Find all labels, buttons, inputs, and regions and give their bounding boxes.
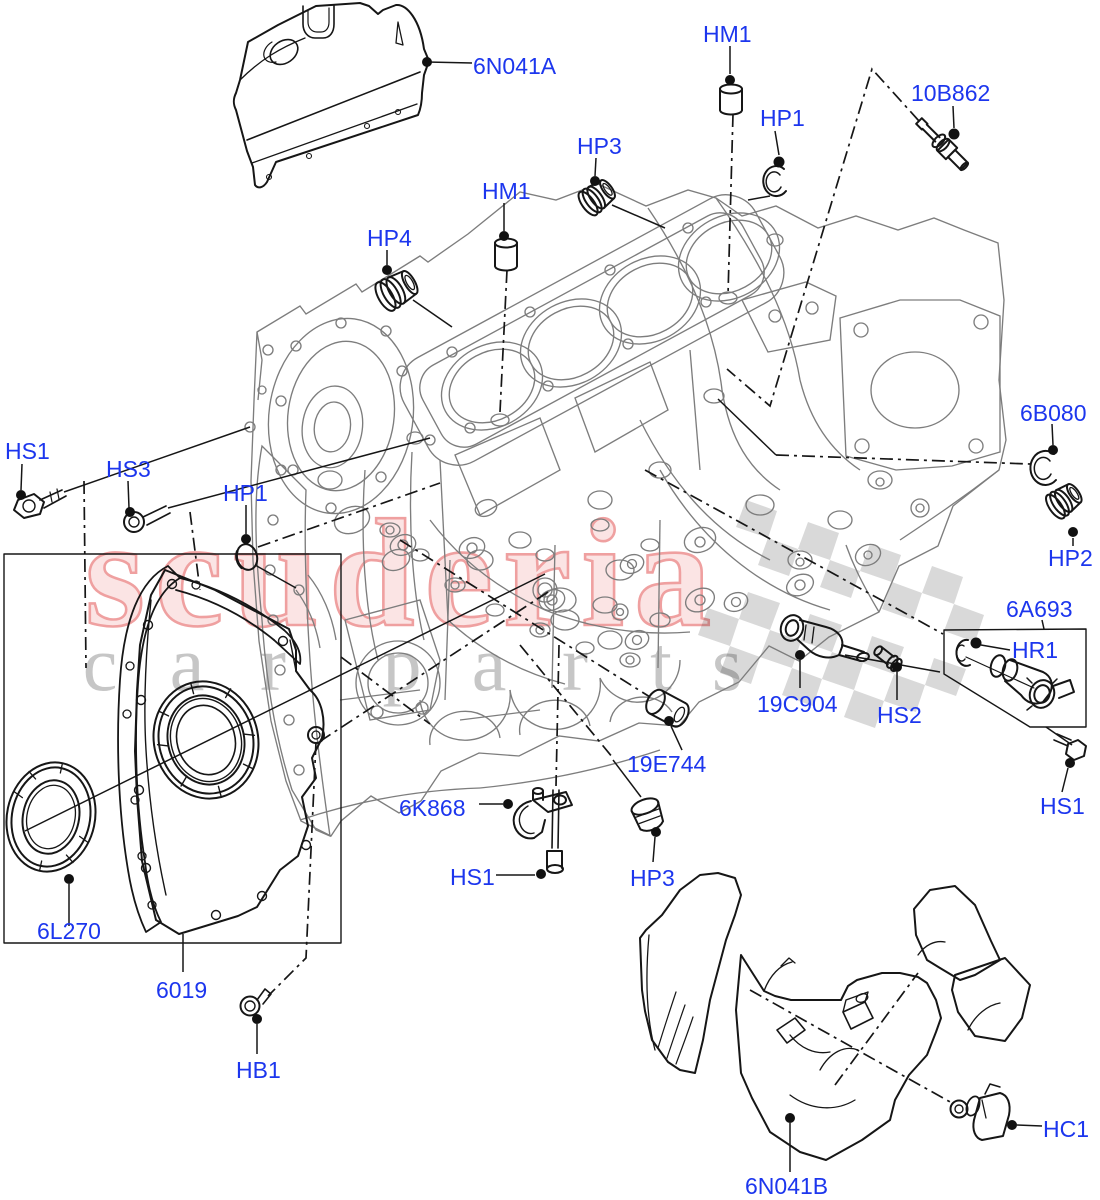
svg-text:a: a: [472, 620, 507, 707]
svg-text:6B080: 6B080: [1020, 400, 1087, 426]
svg-text:HP2: HP2: [1048, 545, 1093, 571]
svg-text:19E744: 19E744: [627, 751, 707, 777]
svg-text:HP3: HP3: [630, 865, 675, 891]
svg-text:HM1: HM1: [703, 21, 752, 47]
svg-text:10B862: 10B862: [911, 80, 990, 106]
svg-text:6N041B: 6N041B: [745, 1173, 828, 1199]
svg-text:a: a: [170, 620, 205, 707]
svg-text:HM1: HM1: [482, 178, 531, 204]
svg-text:c: c: [83, 620, 118, 707]
svg-text:HS1: HS1: [450, 864, 495, 890]
svg-text:HS1: HS1: [1040, 793, 1085, 819]
svg-text:HS3: HS3: [106, 456, 151, 482]
svg-text:6019: 6019: [156, 977, 207, 1003]
svg-text:6K868: 6K868: [399, 795, 466, 821]
svg-text:HR1: HR1: [1012, 637, 1058, 663]
svg-text:HP1: HP1: [223, 480, 268, 506]
svg-text:HS1: HS1: [5, 438, 50, 464]
svg-text:HB1: HB1: [236, 1057, 281, 1083]
svg-text:HP4: HP4: [367, 225, 412, 251]
svg-text:6N041A: 6N041A: [473, 53, 557, 79]
svg-text:HP1: HP1: [760, 105, 805, 131]
svg-text:HS2: HS2: [877, 702, 922, 728]
svg-text:t: t: [650, 620, 672, 707]
svg-text:r: r: [562, 620, 588, 707]
svg-text:HC1: HC1: [1043, 1116, 1089, 1142]
svg-text:r: r: [260, 620, 286, 707]
svg-text:HP3: HP3: [577, 133, 622, 159]
svg-text:19C904: 19C904: [757, 691, 838, 717]
svg-text:6L270: 6L270: [37, 918, 101, 944]
svg-text:6A693: 6A693: [1006, 596, 1073, 622]
